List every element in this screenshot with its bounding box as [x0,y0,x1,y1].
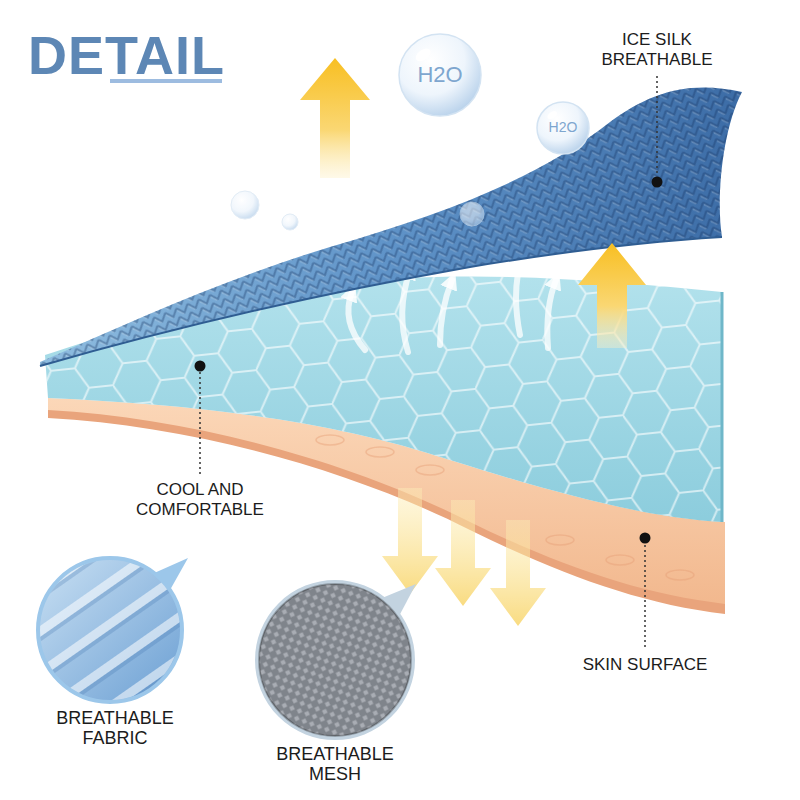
bubble-highlight [546,109,559,121]
layer-edge [721,292,724,522]
detail-caption: BREATHABLE FABRIC [45,708,185,748]
mesh-rim [259,584,411,736]
callout-label: SKIN SURFACE [560,655,730,675]
bubble-shape [399,34,481,116]
fabric-folds [40,560,180,700]
bubble-highlight [413,46,433,64]
heat-arrow-up [300,58,370,178]
fabric-sample [38,558,182,702]
mesh-sample [257,582,413,738]
leader-lines [195,76,663,648]
detail-caption: BREATHABLE MESH [265,744,405,784]
bubble-text: H2O [417,63,462,87]
title: DETAIL [28,28,225,82]
fabric-edge [40,237,722,366]
detail-circle-shape [250,578,420,744]
detail-circle: BREATHABLE MESH [250,578,420,788]
callout-label: ICE SILK BREATHABLE [582,30,732,70]
detail-circle: BREATHABLE FABRIC [30,550,200,752]
water-bubble: H2O [398,33,482,117]
bubble-text: H2O [549,120,578,135]
knit-pattern [40,87,742,366]
water-bubble: H2O [536,101,590,155]
cool-arrow-down [382,488,438,594]
water-bubbles [231,191,484,230]
heat-arrow-up [578,243,646,348]
cool-arrow-down [490,520,546,626]
callout-label: COOL AND COMFORTABLE [115,480,285,520]
cool-arrow-down [435,500,491,606]
bubble-shape [537,102,589,154]
detail-circle-shape [30,550,200,708]
ice-silk-layer [40,87,742,366]
